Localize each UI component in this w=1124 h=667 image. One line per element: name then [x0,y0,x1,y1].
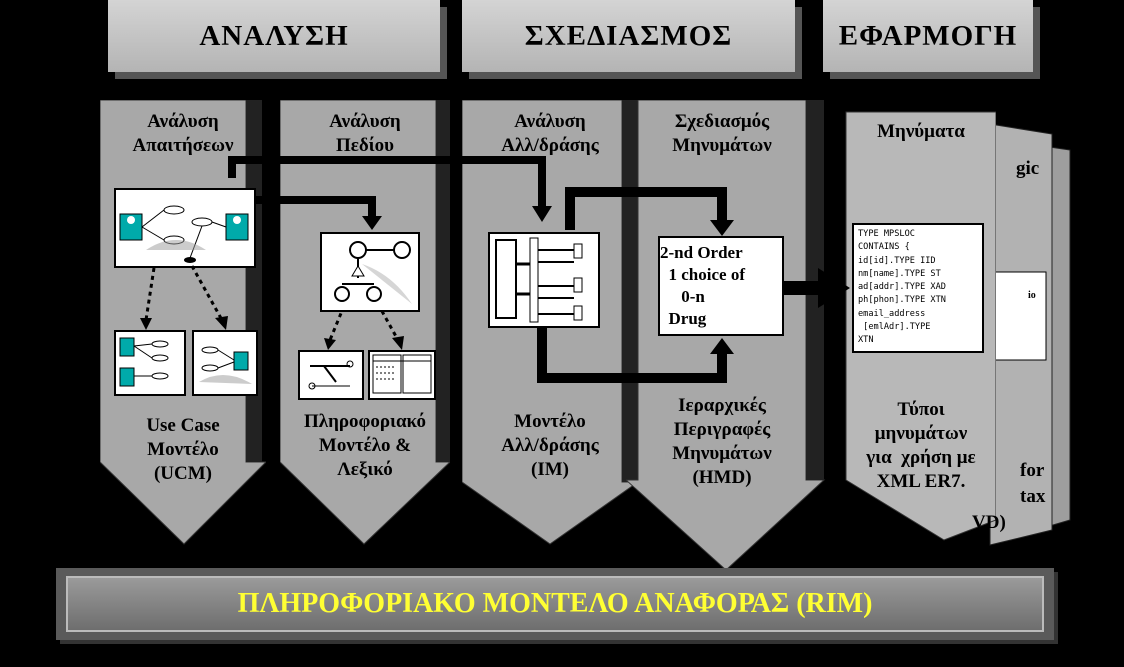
column-label: Τύποι μηνυμάτων για χρήση με XML ER7. [866,399,976,492]
interaction-model-diagram [488,232,600,328]
use-case-sub-2 [192,330,258,396]
phase-implementation-header: ΕΦΑΡΜΟΓΗ [823,0,1033,72]
information-model-diagram [320,232,420,312]
dictionary-sub-diagram [368,350,436,400]
back-fragment: io [1028,290,1036,301]
message-type-code: TYPE MPSLOC CONTAINS { id[id].TYPE IID n… [852,223,984,353]
column-title: Μηνύματα [877,121,965,142]
column-title: Ανάλυση Απαιτήσεων [132,111,234,156]
column-label: Use Case Μοντέλο (UCM) [146,415,220,484]
column-title: Ανάλυση Πεδίου [329,111,401,156]
model-sub-diagram [298,350,364,400]
hmd-example-box: 2-nd Order 1 choice of 0-n Drug [658,236,784,336]
column-title: Σχεδιασμός Μηνυμάτων [672,111,772,156]
column-title: Ανάλυση Αλλ/δράσης [501,111,599,156]
use-case-diagram [114,188,256,268]
phase-design-header: ΣΧΕΔΙΑΣΜΟΣ [462,0,795,72]
use-case-sub-1 [114,330,186,396]
column-label: Ιεραρχικές Περιγραφές Μηνυμάτων (HMD) [672,395,772,488]
back-fragment: gic [1016,158,1040,179]
back-fragment: tax [1020,486,1046,507]
back-fragment: for [1020,460,1045,481]
column-label: Πληροφοριακό Μοντέλο & Λεξικό [303,411,427,480]
column-domain-analysis: Ανάλυση Πεδίου Πληροφοριακό Μοντέλο & Λε… [280,100,450,620]
phase-analysis-header: ΑΝΑΛΥΣΗ [108,0,440,72]
column-label: Μοντέλο Αλλ/δράσης (IM) [501,411,599,480]
back-fragment: VD) [972,512,1006,533]
rim-banner: ΠΛΗΡΟΦΟΡΙΑΚΟ ΜΟΝΤΕΛΟ ΑΝΑΦΟΡΑΣ (RIM) [56,568,1054,640]
rim-banner-text: ΠΛΗΡΟΦΟΡΙΑΚΟ ΜΟΝΤΕΛΟ ΑΝΑΦΟΡΑΣ (RIM) [66,576,1044,632]
